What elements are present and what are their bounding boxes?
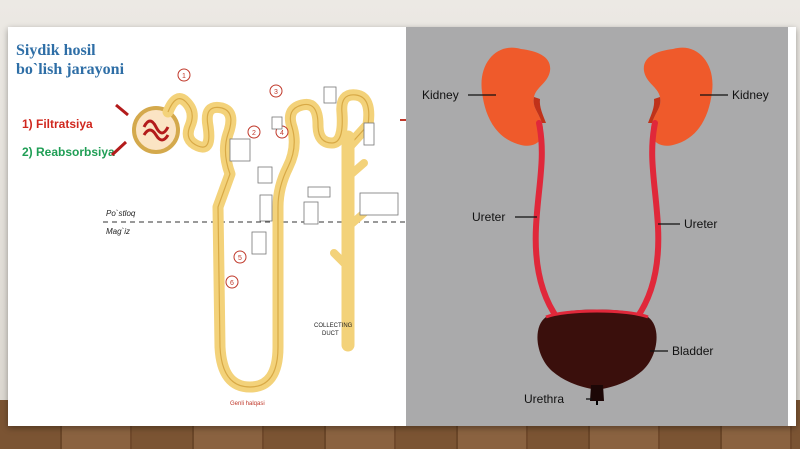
urinary-system-diagram: Kidney Kidney Ureter Ureter Bladder Uret… <box>422 47 769 406</box>
nephron-panel: Siydik hosil bo`lish jarayoni 1) Filtrat… <box>8 27 406 426</box>
renal-tubule-outline <box>167 94 370 388</box>
right-kidney-hilum <box>648 97 661 123</box>
medulla-label: Mag`iz <box>106 227 130 236</box>
left-kidney <box>481 47 551 146</box>
step-marker-6: 6 <box>230 280 234 287</box>
filtration-label: 1) Filtratsiya <box>22 117 93 131</box>
reabsorption-label: 2) Reabsorbsiya <box>22 145 115 159</box>
bladder <box>537 309 657 389</box>
left-kidney-hilum <box>533 97 546 123</box>
step-marker-5: 5 <box>238 255 242 262</box>
urinary-system-panel: Kidney Kidney Ureter Ureter Bladder Uret… <box>406 27 788 426</box>
slide: Siydik hosil bo`lish jarayoni 1) Filtrat… <box>8 27 796 426</box>
step-markers: 1 2 3 4 5 6 <box>177 68 289 289</box>
duct-label-2: DUCT <box>322 331 339 337</box>
slide-title: Siydik hosil bo`lish jarayoni <box>16 41 124 79</box>
urethra-label: Urethra <box>524 392 564 406</box>
leader-lines <box>468 94 728 400</box>
duct-label-1: COLLECTING <box>314 323 353 329</box>
step-marker-2: 2 <box>252 130 256 137</box>
step-marker-1: 1 <box>182 73 186 80</box>
bladder-label: Bladder <box>672 344 713 358</box>
left-ureter <box>532 120 561 322</box>
ureter-left-label: Ureter <box>472 210 505 224</box>
glomerulus <box>110 103 180 157</box>
annotation-boxes <box>229 86 399 255</box>
right-ureter <box>633 120 662 322</box>
bladder-rim <box>545 309 649 319</box>
step-marker-3: 3 <box>274 89 278 96</box>
right-kidney <box>643 47 713 146</box>
step-marker-4: 4 <box>280 130 284 137</box>
cortex-label: Po`stloq <box>106 209 136 218</box>
collecting-duct <box>330 130 368 352</box>
loop-label: Genli halqasi <box>230 401 265 407</box>
urethra <box>590 385 604 401</box>
ureter-right-label: Ureter <box>684 217 717 231</box>
nephron-diagram: Po`stloq Mag`iz COLLECTING DUCT Genli ha… <box>103 68 406 407</box>
kidney-left-label: Kidney <box>422 88 459 102</box>
title-line-2: bo`lish jarayoni <box>16 61 125 78</box>
title-line-1: Siydik hosil <box>16 42 96 59</box>
kidney-right-label: Kidney <box>732 88 769 102</box>
